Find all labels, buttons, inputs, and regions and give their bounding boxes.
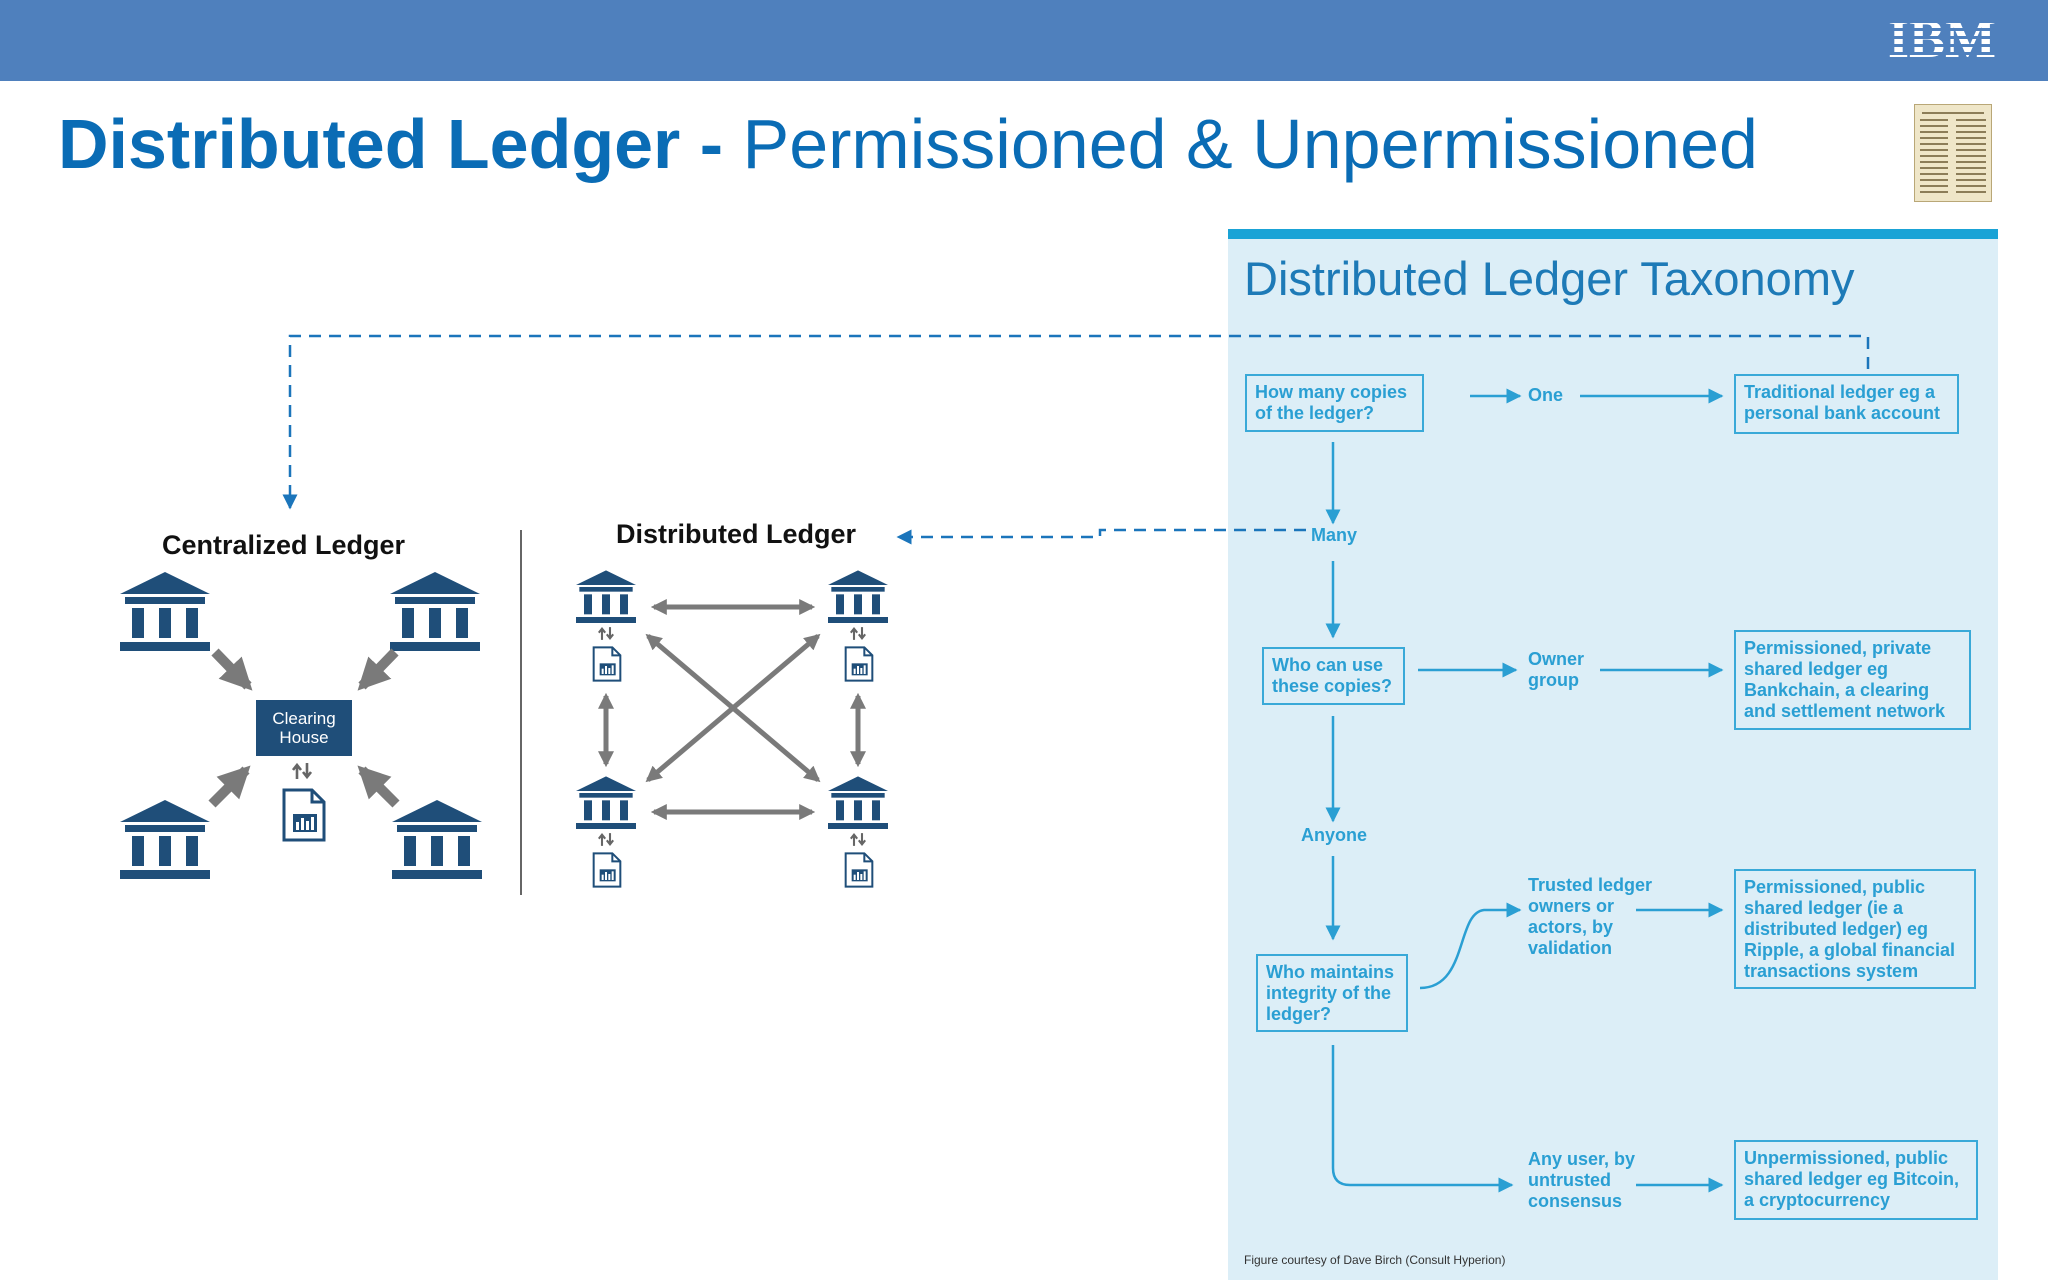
answer-trusted-label: Trusted ledger owners or actors, by vali… xyxy=(1528,875,1653,958)
sync-arrows-icon xyxy=(850,832,866,847)
answer-owner-group-label: Owner group xyxy=(1528,649,1585,690)
ledger-document-icon xyxy=(844,646,874,682)
bank-icon xyxy=(828,776,888,829)
answer-anyone-label: Anyone xyxy=(1301,825,1368,845)
page-title: Distributed Ledger - Permissioned & Unpe… xyxy=(58,104,1758,184)
result-permissioned-private-box: Permissioned, private shared ledger eg B… xyxy=(1734,630,1971,730)
title-bold: Distributed Ledger - xyxy=(58,105,724,183)
sync-arrows-icon xyxy=(598,832,614,847)
clearing-house-box: Clearing House xyxy=(256,700,352,756)
panel-accent-line xyxy=(1228,229,1998,239)
centralized-ledger-label: Centralized Ledger xyxy=(162,530,406,560)
top-banner: IBM xyxy=(0,0,2048,81)
figure-caption: Figure courtesy of Dave Birch (Consult H… xyxy=(1244,1253,1506,1267)
arrow-bank-to-house xyxy=(357,648,399,691)
question-use-box: Who can use these copies? xyxy=(1262,647,1405,705)
question-integrity-box: Who maintains integrity of the ledger? xyxy=(1256,954,1408,1032)
title-rest: Permissioned & Unpermissioned xyxy=(742,105,1758,183)
taxonomy-panel: Distributed Ledger Taxonomy How many cop… xyxy=(1228,229,1998,1280)
bank-icon xyxy=(828,570,888,623)
ibm-logo: IBM xyxy=(1878,12,2006,64)
sync-arrows-icon xyxy=(850,626,866,641)
bank-icon xyxy=(576,570,636,623)
arrow-bank-to-house xyxy=(357,765,400,808)
result-unpermissioned-box: Unpermissioned, public shared ledger eg … xyxy=(1734,1140,1978,1220)
ledger-document-icon xyxy=(282,788,326,842)
bank-icon xyxy=(390,572,480,651)
answer-many-label: Many xyxy=(1311,525,1358,545)
sync-arrows-icon xyxy=(292,762,312,780)
result-traditional-box: Traditional ledger eg a personal bank ac… xyxy=(1734,374,1959,434)
dashed-connectors xyxy=(282,334,1870,545)
arrow-bank-to-house xyxy=(211,648,253,691)
distributed-ledger-label: Distributed Ledger xyxy=(616,519,857,549)
arrow-bank-to-house xyxy=(208,765,251,808)
connector-one-to-centralized xyxy=(282,334,1870,510)
distributed-diagram xyxy=(576,570,888,888)
result-permissioned-public-box: Permissioned, public shared ledger (ie a… xyxy=(1734,869,1976,989)
sync-arrows-icon xyxy=(598,626,614,641)
ledger-document-icon xyxy=(592,646,622,682)
answer-one-label: One xyxy=(1528,385,1564,405)
bank-icon xyxy=(576,776,636,829)
peer-link xyxy=(645,633,821,783)
arrow-q3-to-trusted xyxy=(1419,902,1522,990)
question-copies-box: How many copies of the ledger? xyxy=(1245,374,1424,432)
centralized-diagram xyxy=(120,572,482,879)
connector-many-to-distributed xyxy=(896,528,1306,545)
ledger-document-icon xyxy=(844,852,874,888)
bank-icon xyxy=(120,572,210,651)
document-thumbnail xyxy=(1914,104,1992,202)
arrow-q3-to-untrusted xyxy=(1331,1045,1514,1193)
bank-icon xyxy=(120,800,210,879)
ledger-document-icon xyxy=(592,852,622,888)
answer-untrusted-label: Any user, by untrusted consensus xyxy=(1528,1149,1636,1211)
bank-icon xyxy=(392,800,482,879)
taxonomy-connectors xyxy=(1325,388,1724,1193)
taxonomy-title: Distributed Ledger Taxonomy xyxy=(1244,252,1855,305)
